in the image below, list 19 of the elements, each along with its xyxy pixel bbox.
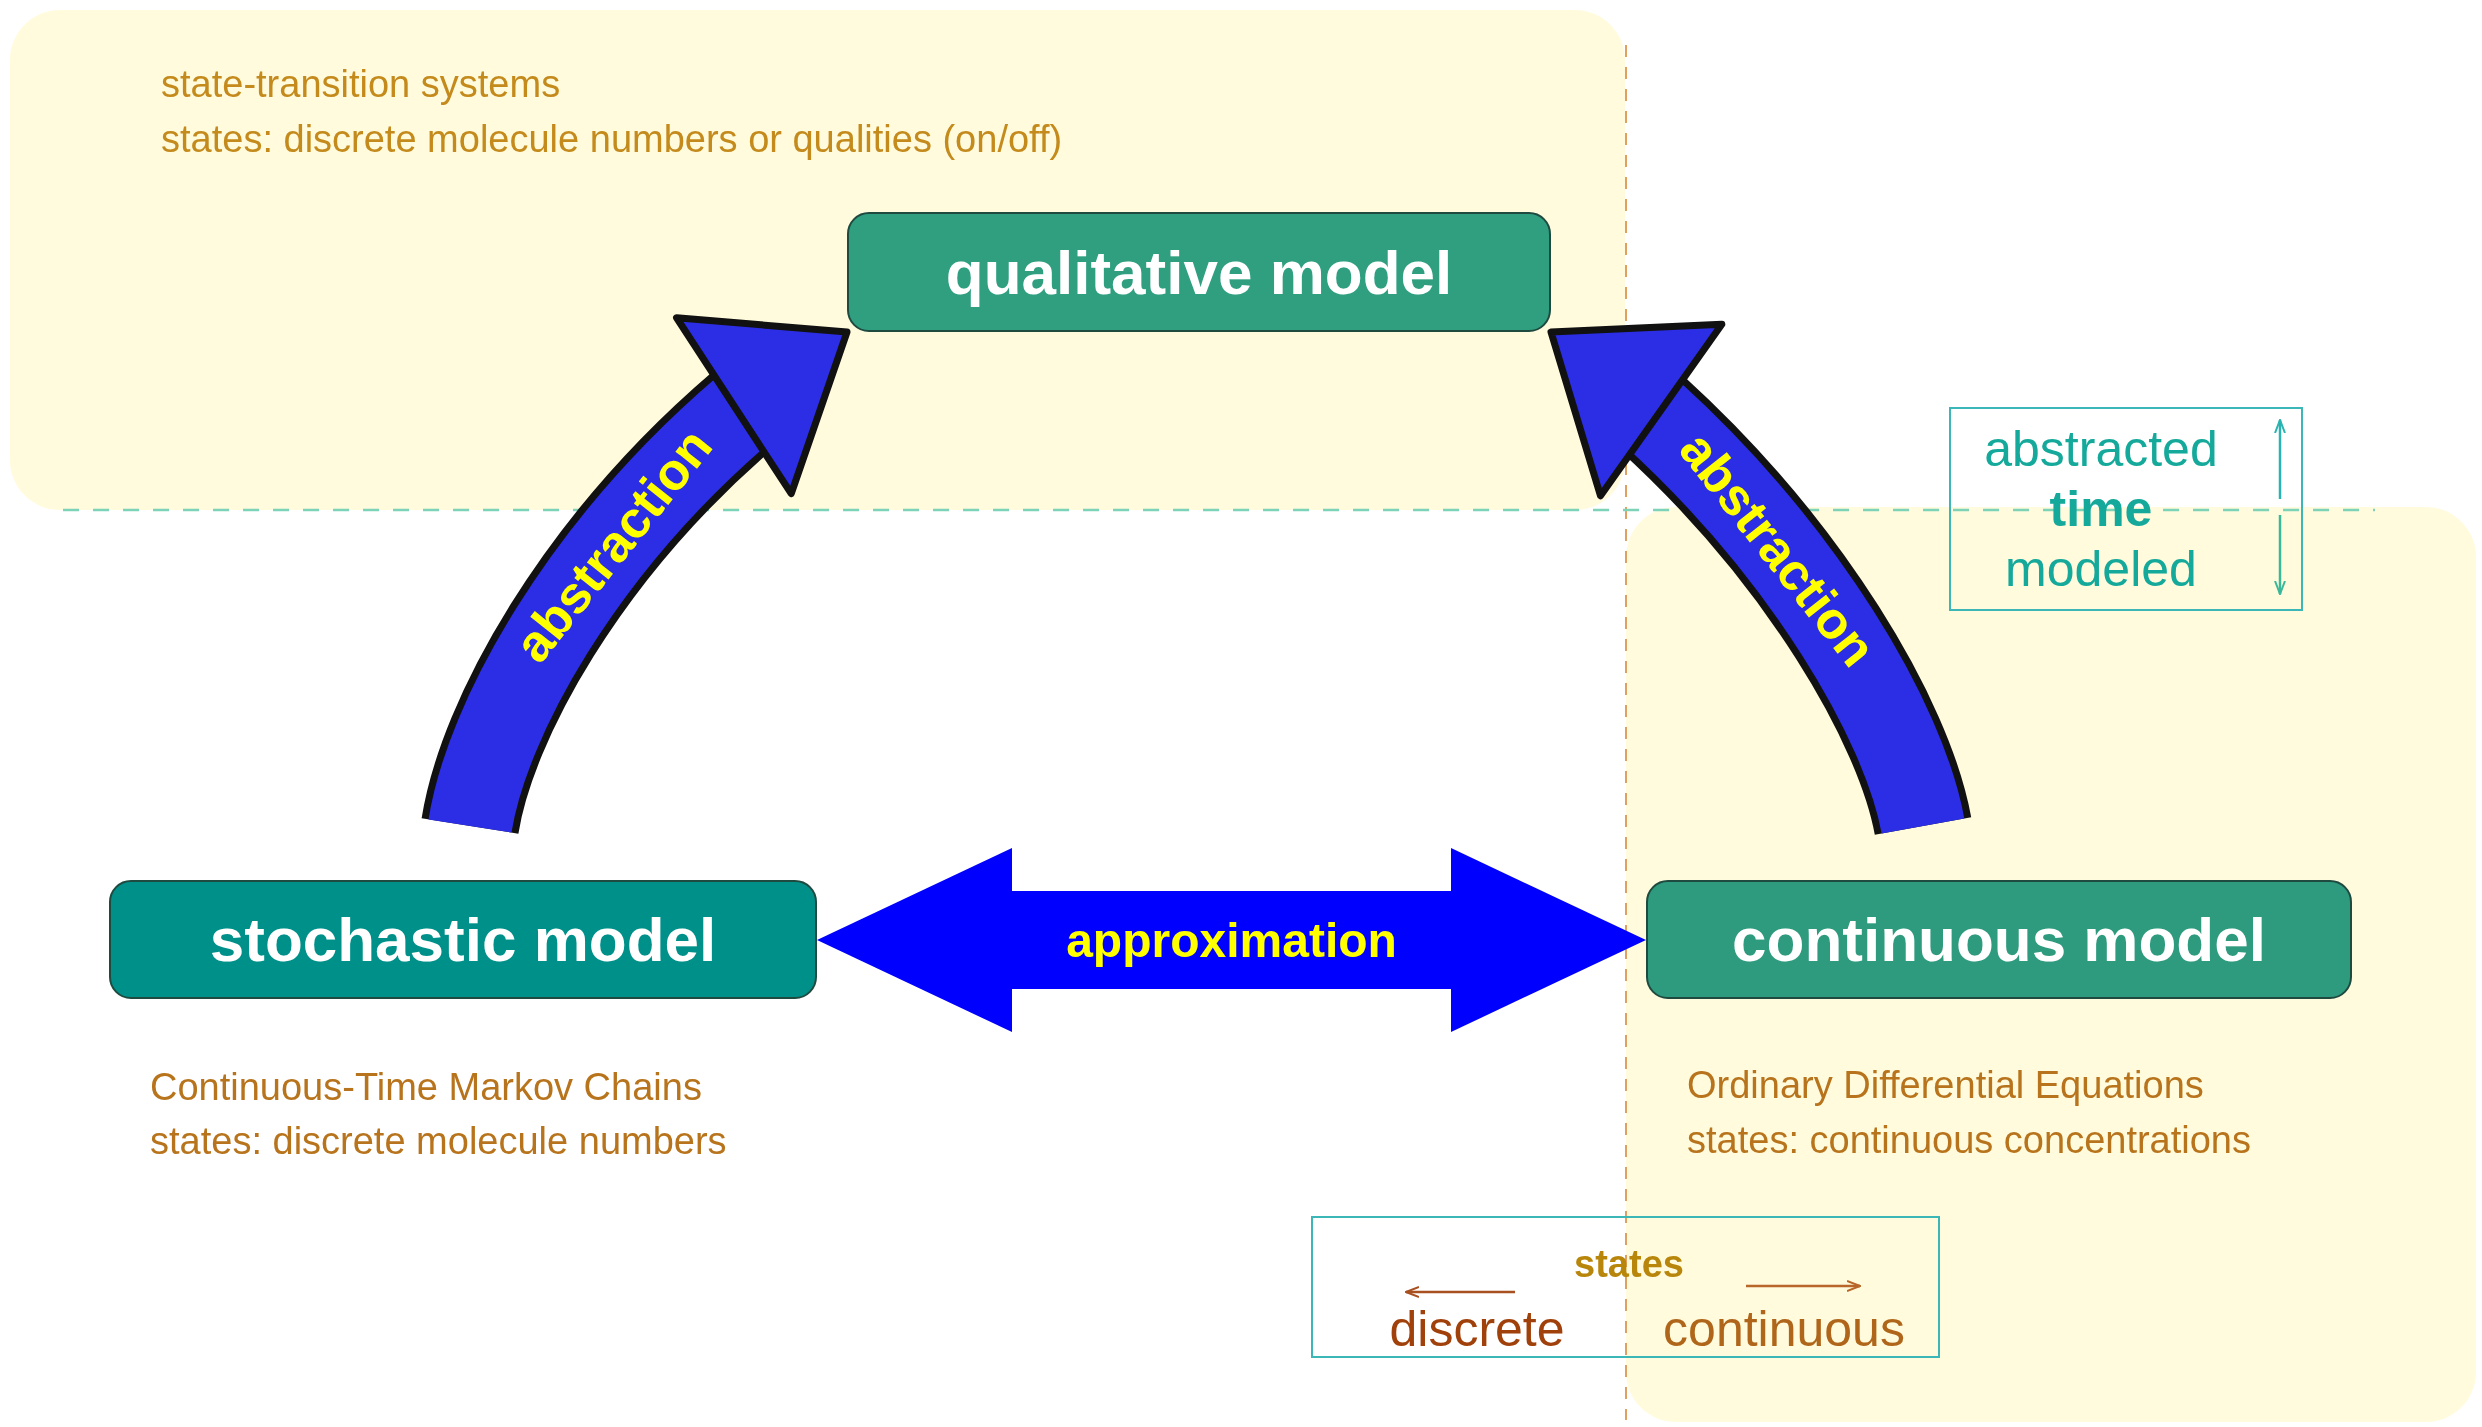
node-label: stochastic model xyxy=(209,904,717,975)
description-text: state-transition systems xyxy=(161,62,561,106)
heading: states xyxy=(1574,1245,1684,1283)
model-box xyxy=(847,212,1551,332)
description-text: states: continuous concentrations xyxy=(1687,1118,2251,1162)
node-label: continuous model xyxy=(1732,904,2266,975)
legend-box xyxy=(1311,1216,1940,1358)
node-label: qualitative model xyxy=(945,236,1453,308)
description-text: Ordinary Differential Equations xyxy=(1687,1063,2204,1107)
legend-box xyxy=(1949,407,2303,611)
edge-label: approximation xyxy=(1066,912,1397,968)
axis-label: abstracted time modeled xyxy=(1983,420,2219,599)
axis-label: continuous xyxy=(1663,1304,1905,1354)
description-text: states: discrete molecule numbers xyxy=(150,1119,727,1163)
model-box xyxy=(109,880,817,999)
axis-label: discrete xyxy=(1389,1304,1565,1354)
description-text: Continuous-Time Markov Chains xyxy=(150,1065,702,1109)
description-text: states: discrete molecule numbers or qualities (on/off) xyxy=(161,117,1063,161)
model-box xyxy=(1646,880,2352,999)
